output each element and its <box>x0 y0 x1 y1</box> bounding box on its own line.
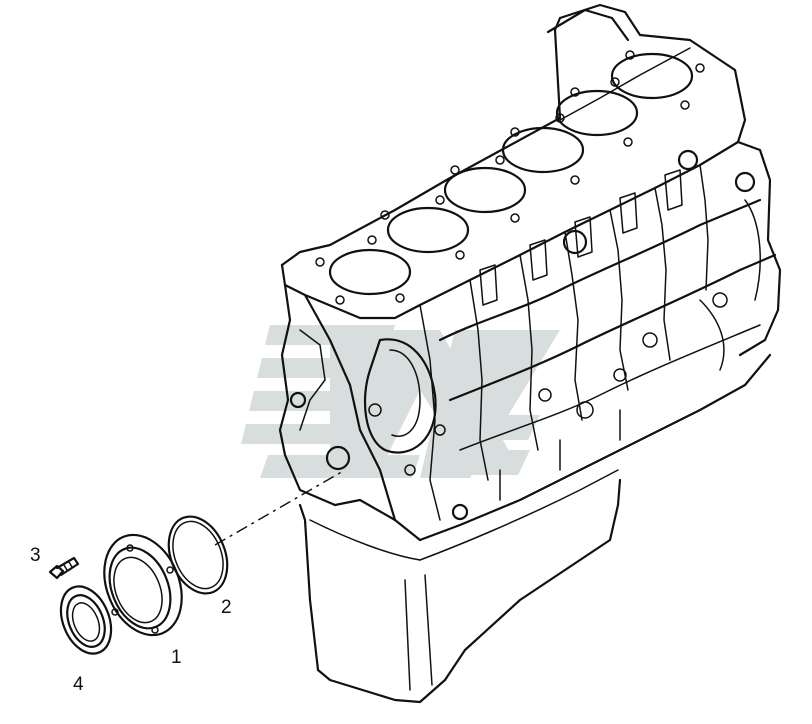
part-4-oil-seal <box>59 585 113 655</box>
head-bolt-holes <box>315 50 705 305</box>
callout-3: 3 <box>30 545 41 566</box>
part-3-bolt <box>48 556 80 580</box>
watermark-logo <box>241 325 560 478</box>
crankshaft-centerline <box>214 469 346 546</box>
engine-block <box>278 3 782 542</box>
side-ribs <box>419 164 709 521</box>
cylinder-bores <box>328 52 694 296</box>
callout-2: 2 <box>221 597 232 618</box>
oil-pan <box>298 469 622 704</box>
part-1-seal-housing <box>103 533 183 637</box>
callout-4: 4 <box>73 674 84 695</box>
callout-1: 1 <box>171 647 182 668</box>
